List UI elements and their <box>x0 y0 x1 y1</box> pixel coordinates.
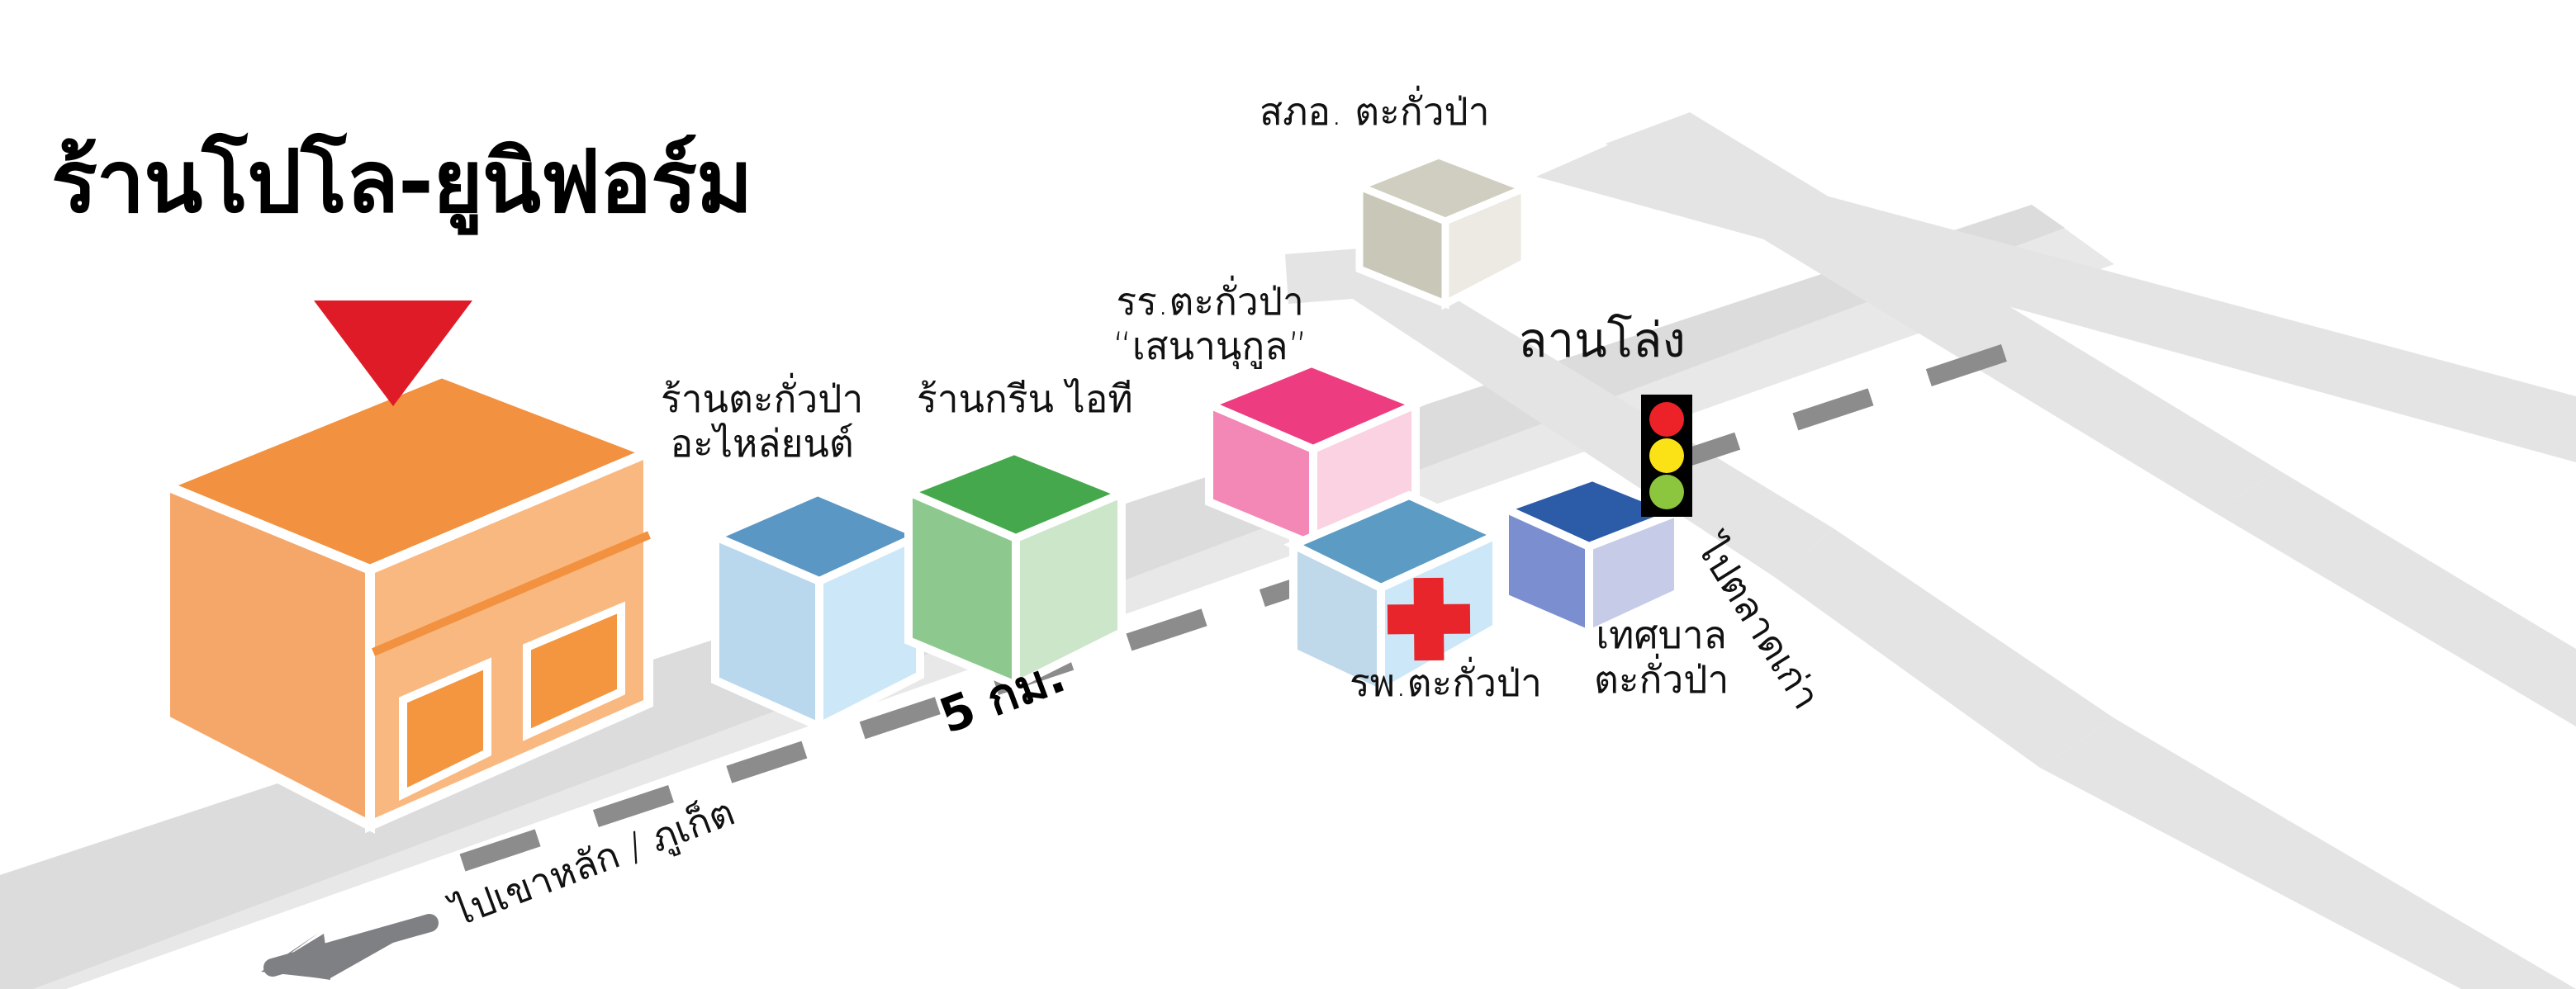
red-cross-icon <box>1387 577 1471 661</box>
label-municipality: เทศบาล ตะกั่วป่า <box>1594 613 1729 703</box>
building-right-face <box>1441 182 1529 310</box>
label-auto-parts-line2: อะไหล่ยนต์ <box>670 421 854 466</box>
label-hospital: รพ.ตะกั่วป่า <box>1350 660 1542 705</box>
road-west-stub <box>1285 248 1374 304</box>
label-police-station: สภอ. ตะกั่วป่า <box>1260 89 1490 134</box>
road-lower-branch <box>1776 528 2114 768</box>
building-takuapa-municipality[interactable] <box>1493 472 1690 641</box>
label-school-line2: “เสนานุกูล” <box>1112 324 1308 369</box>
label-auto-parts-shop: ร้านตะกั่วป่า อะไหล่ยนต์ <box>661 376 863 466</box>
direction-arrow-icon <box>261 914 439 980</box>
building-right-face <box>1585 505 1682 641</box>
label-green-it-shop: ร้านกรีน ไอที <box>917 376 1133 421</box>
traffic-light-yellow <box>1649 438 1684 473</box>
building-polo-uniform-shop[interactable] <box>152 367 662 834</box>
road-diagonal-east-2 <box>2213 471 2576 726</box>
road-diagonal-west <box>1285 248 1834 578</box>
building-facade-line <box>372 531 651 656</box>
building-right-face <box>1012 487 1126 693</box>
building-takuapa-school[interactable] <box>1198 358 1427 551</box>
label-school: รร.ตะกั่วป่า “เสนานุกูล” <box>1112 279 1307 369</box>
road-right-vertical <box>2040 718 2576 989</box>
building-right-face <box>815 528 924 734</box>
building-window-left <box>399 657 491 802</box>
building-takuapa-auto-parts[interactable] <box>704 487 931 734</box>
road-diagonal-east <box>1606 112 2279 512</box>
building-window-right <box>523 601 625 741</box>
traffic-light-red <box>1649 402 1684 437</box>
traffic-light-icon[interactable] <box>1641 395 1692 517</box>
page-title: ร้านโปโล-ยูนิฟอร์ม <box>51 131 753 232</box>
label-school-line1: รร.ตะกั่วป่า <box>1116 279 1304 324</box>
label-auto-parts-line1: ร้านตะกั่วป่า <box>661 376 864 421</box>
traffic-light-green <box>1649 475 1684 509</box>
label-municipality-line1: เทศบาล <box>1596 613 1727 657</box>
building-green-it-shop[interactable] <box>897 446 1133 693</box>
location-pin-triangle-icon <box>314 300 472 406</box>
label-municipality-line2: ตะกั่วป่า <box>1594 657 1729 703</box>
building-takuapa-police-station[interactable] <box>1349 151 1535 310</box>
label-open-plaza: ลานโล่ง <box>1518 312 1686 368</box>
building-takuapa-hospital[interactable] <box>1283 490 1507 701</box>
